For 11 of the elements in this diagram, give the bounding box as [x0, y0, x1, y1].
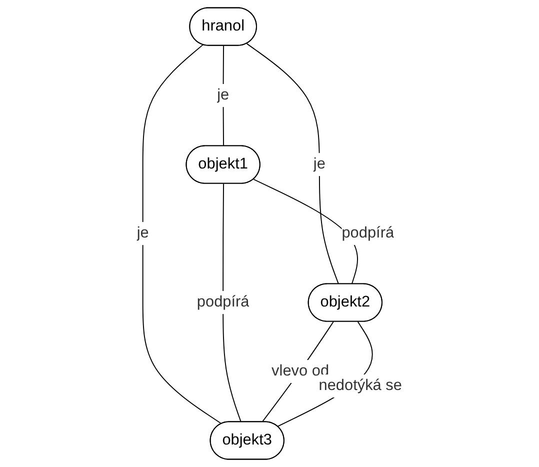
- edge-label: podpírá: [342, 224, 394, 242]
- connector: [262, 321, 334, 423]
- connector: [222, 45, 224, 147]
- connector: [142, 44, 222, 424]
- edge-label: je: [136, 224, 149, 242]
- connector: [246, 43, 340, 285]
- edge-label: je: [313, 156, 326, 172]
- connector: [222, 183, 242, 423]
- edge-label: podpírá: [196, 294, 250, 310]
- edge-label: nedotýká se: [318, 377, 402, 394]
- edge-label: je: [217, 86, 230, 104]
